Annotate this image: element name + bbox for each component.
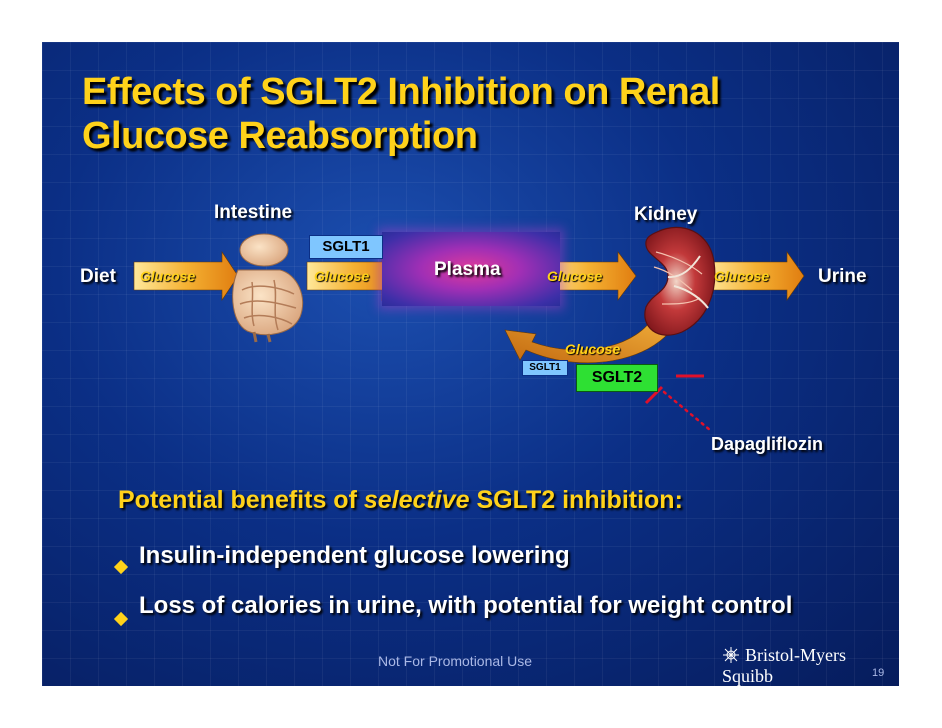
diamond-bullet-icon (113, 611, 129, 627)
intestine-organ (232, 233, 304, 343)
intestine-label: Intestine (214, 202, 293, 223)
page-number: 19 (872, 667, 885, 679)
diamond-bullet-icon (113, 559, 129, 575)
title-line-1: Effects of SGLT2 Inhibition on Renal (82, 71, 720, 113)
footer-disclaimer: Not For Promotional Use (378, 653, 533, 669)
title-line-2: Glucose Reabsorption (82, 115, 478, 157)
glucose-label-diet: Glucose (140, 268, 196, 284)
benefits-heading-emphasis: selective (363, 486, 470, 514)
inhibitor-bar-diagonal (644, 385, 664, 405)
urine-label: Urine (818, 266, 867, 287)
company-logo: Bristol-Myers Squibb (722, 645, 899, 686)
bullet-marker-2 (113, 611, 129, 627)
logo-star-icon (722, 646, 740, 664)
inhibitor-dotted-line (662, 390, 712, 432)
sglt1-small-box: SGLT1 (522, 360, 568, 376)
dapagliflozin-label: Dapagliflozin (711, 434, 823, 454)
benefits-heading-suffix: SGLT2 inhibition: (476, 486, 683, 514)
arrow-reabsorption (504, 309, 683, 364)
benefits-heading-prefix: Potential benefits of (118, 486, 357, 514)
slide-title: Effects of SGLT2 Inhibition on Renal Glu… (82, 70, 720, 158)
kidney-organ (644, 226, 716, 336)
benefit-item-1: Insulin-independent glucose lowering (139, 542, 570, 569)
logo-text: Bristol-Myers Squibb (722, 645, 846, 686)
plasma-box (382, 232, 560, 306)
glucose-label-intestine: Glucose (314, 268, 370, 284)
benefits-heading: Potential benefits of selective SGLT2 in… (118, 486, 683, 515)
glucose-label-reabsorption: Glucose (565, 341, 621, 357)
kidney-label: Kidney (634, 204, 698, 225)
diagram-graphics (133, 226, 805, 432)
arrow-kidney-urine (706, 251, 805, 301)
glucose-label-urine: Glucose (714, 268, 770, 284)
plasma-label: Plasma (434, 259, 501, 280)
arrow-diet-intestine (133, 251, 239, 301)
slide: Effects of SGLT2 Inhibition on Renal Glu… (42, 42, 899, 686)
sglt1-box: SGLT1 (309, 235, 383, 259)
benefit-item-2: Loss of calories in urine, with potentia… (139, 592, 793, 619)
diet-label: Diet (80, 266, 116, 287)
sglt2-box: SGLT2 (576, 364, 658, 392)
glucose-label-plasma: Glucose (547, 268, 603, 284)
bullet-marker-1 (113, 559, 129, 575)
